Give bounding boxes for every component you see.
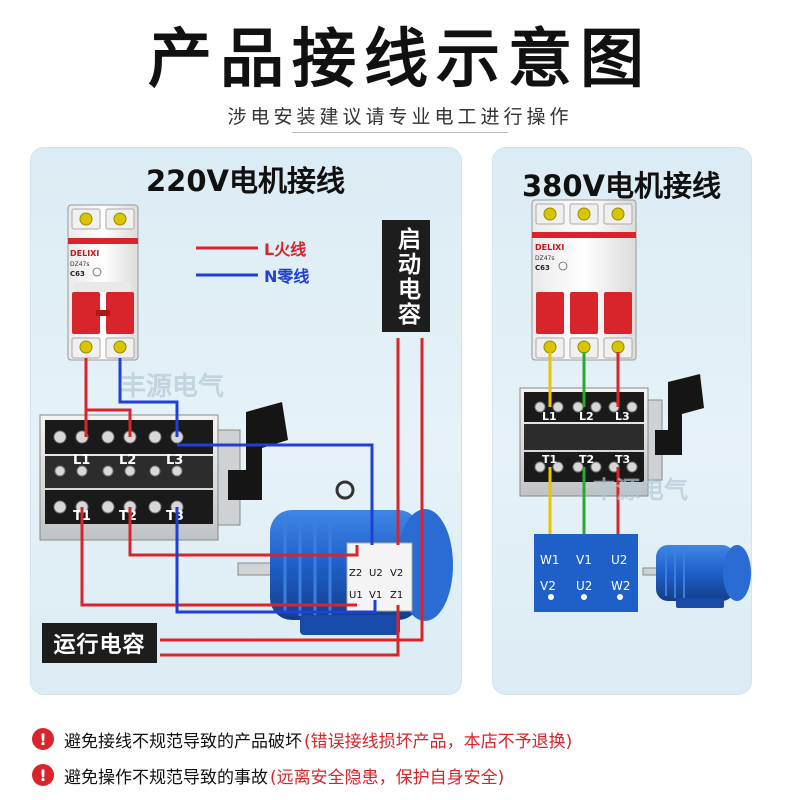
motor-icon-220v xyxy=(237,480,453,635)
motor-terminal-V2: V2 xyxy=(390,568,403,579)
switch-terminal-L1-380v: L1 xyxy=(542,410,557,423)
legend-neutral-label: N零线 xyxy=(264,267,310,286)
switch-terminal-T3-220v: T3 xyxy=(166,509,184,524)
warning-icon: ! xyxy=(32,764,54,786)
warning-text-1: 避免接线不规范导致的产品破坏 xyxy=(64,731,302,752)
neutral-wiring-220v xyxy=(118,358,377,614)
run-capacitor-label: 运行电容 xyxy=(42,623,157,663)
breaker-rating-380v: C63 xyxy=(535,264,550,272)
start-capacitor-label: 启动电容 xyxy=(382,220,430,332)
breaker-model-220v: DZ47s xyxy=(70,261,90,268)
live-wiring-220v xyxy=(80,338,424,657)
warning-icon: ! xyxy=(32,728,54,750)
subtitle-divider xyxy=(292,132,508,133)
motor-terminal-V2-380v: V2 xyxy=(540,579,556,593)
motor-terminal-V1-380v: V1 xyxy=(576,553,592,567)
motor-terminal-U2-top-380v: U2 xyxy=(611,553,627,567)
page-title: 产品接线示意图 xyxy=(148,23,652,97)
motor-terminal-Z1: Z1 xyxy=(390,590,403,601)
watermark-220v: 丰源电气 xyxy=(120,371,224,402)
switch-terminal-L2-220v: L2 xyxy=(119,453,136,468)
switch-terminal-L2-380v: L2 xyxy=(579,410,594,423)
switch-terminal-T1-380v: T1 xyxy=(542,453,557,466)
breaker-brand-220v: DELIXI xyxy=(70,249,99,258)
breaker-rating-220v: C63 xyxy=(70,270,85,278)
switch-terminal-T2-220v: T2 xyxy=(119,509,137,524)
page-subtitle: 涉电安装建议请专业电工进行操作 xyxy=(227,106,573,128)
motor-terminal-Z2: Z2 xyxy=(349,568,362,579)
switch-terminal-L3-380v: L3 xyxy=(615,410,630,423)
motor-terminal-W1: W1 xyxy=(540,553,560,567)
start-capacitor-text: 启动电容 xyxy=(393,227,420,327)
motor-terminal-U2-bottom-380v: U2 xyxy=(576,579,592,593)
warning-row-1: ! 避免接线不规范导致的产品破坏 (错误接线损坏产品，本店不予退换) xyxy=(32,724,572,754)
motor-terminal-V1: V1 xyxy=(369,590,382,601)
warning-note-1: (错误接线损坏产品，本店不予退换) xyxy=(304,731,573,752)
breaker-model-380v: DZ47s xyxy=(535,255,555,262)
breaker-brand-380v: DELIXI xyxy=(535,243,564,252)
motor-terminal-W2: W2 xyxy=(611,579,631,593)
panel-380v-title: 380V电机接线 xyxy=(522,169,721,203)
motor-terminal-U2: U2 xyxy=(369,568,383,579)
motor-terminal-plate-380v xyxy=(534,534,638,612)
breaker-icon-380v: DELIXI DZ47s C63 xyxy=(531,199,637,361)
switch-terminal-L3-220v: L3 xyxy=(166,453,183,468)
breaker-icon-220v: DELIXI DZ47s C63 xyxy=(67,204,139,361)
legend-live-label: L火线 xyxy=(264,240,307,259)
motor-terminal-U1: U1 xyxy=(349,590,363,601)
warning-text-2: 避免操作不规范导致的事故 xyxy=(64,767,268,788)
watermark-380v: 丰源电气 xyxy=(592,476,688,504)
warning-note-2: (远离安全隐患，保护自身安全) xyxy=(270,767,505,788)
switch-terminal-T2-380v: T2 xyxy=(579,453,594,466)
switch-terminal-T3-380v: T3 xyxy=(615,453,630,466)
panel-220v-title: 220V电机接线 xyxy=(146,164,345,198)
switch-terminal-L1-220v: L1 xyxy=(73,453,90,468)
motor-icon-380v xyxy=(642,545,751,608)
warning-row-2: ! 避免操作不规范导致的事故 (远离安全隐患，保护自身安全) xyxy=(32,760,504,790)
